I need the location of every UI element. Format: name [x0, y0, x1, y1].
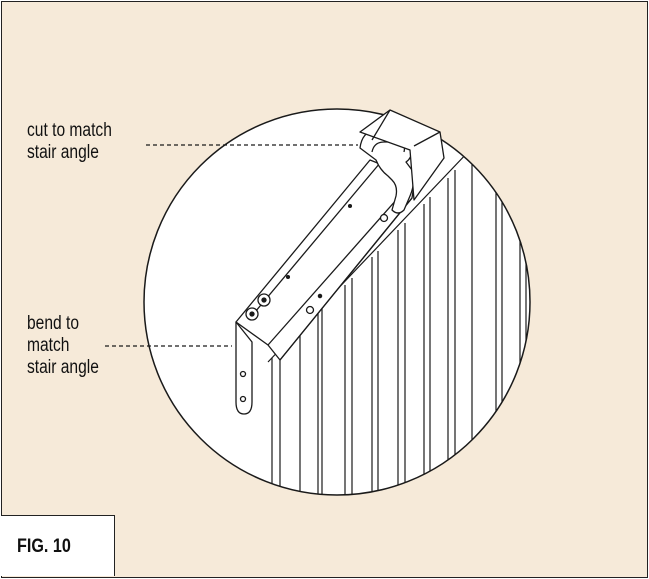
figure-label: FIG. 10: [17, 536, 71, 557]
bend-callout-line1: bend to: [27, 313, 79, 334]
bend-callout-label: bend to match stair angle: [27, 313, 99, 379]
cut-callout-line2: stair angle: [27, 142, 99, 163]
bend-callout-line3: stair angle: [27, 357, 99, 378]
rail-bracket: [235, 109, 445, 415]
cut-callout-line1: cut to match: [27, 120, 112, 141]
cut-callout-label: cut to match stair angle: [27, 120, 112, 164]
bend-callout-line2: match: [27, 335, 70, 356]
figure-label-box: FIG. 10: [1, 515, 115, 576]
